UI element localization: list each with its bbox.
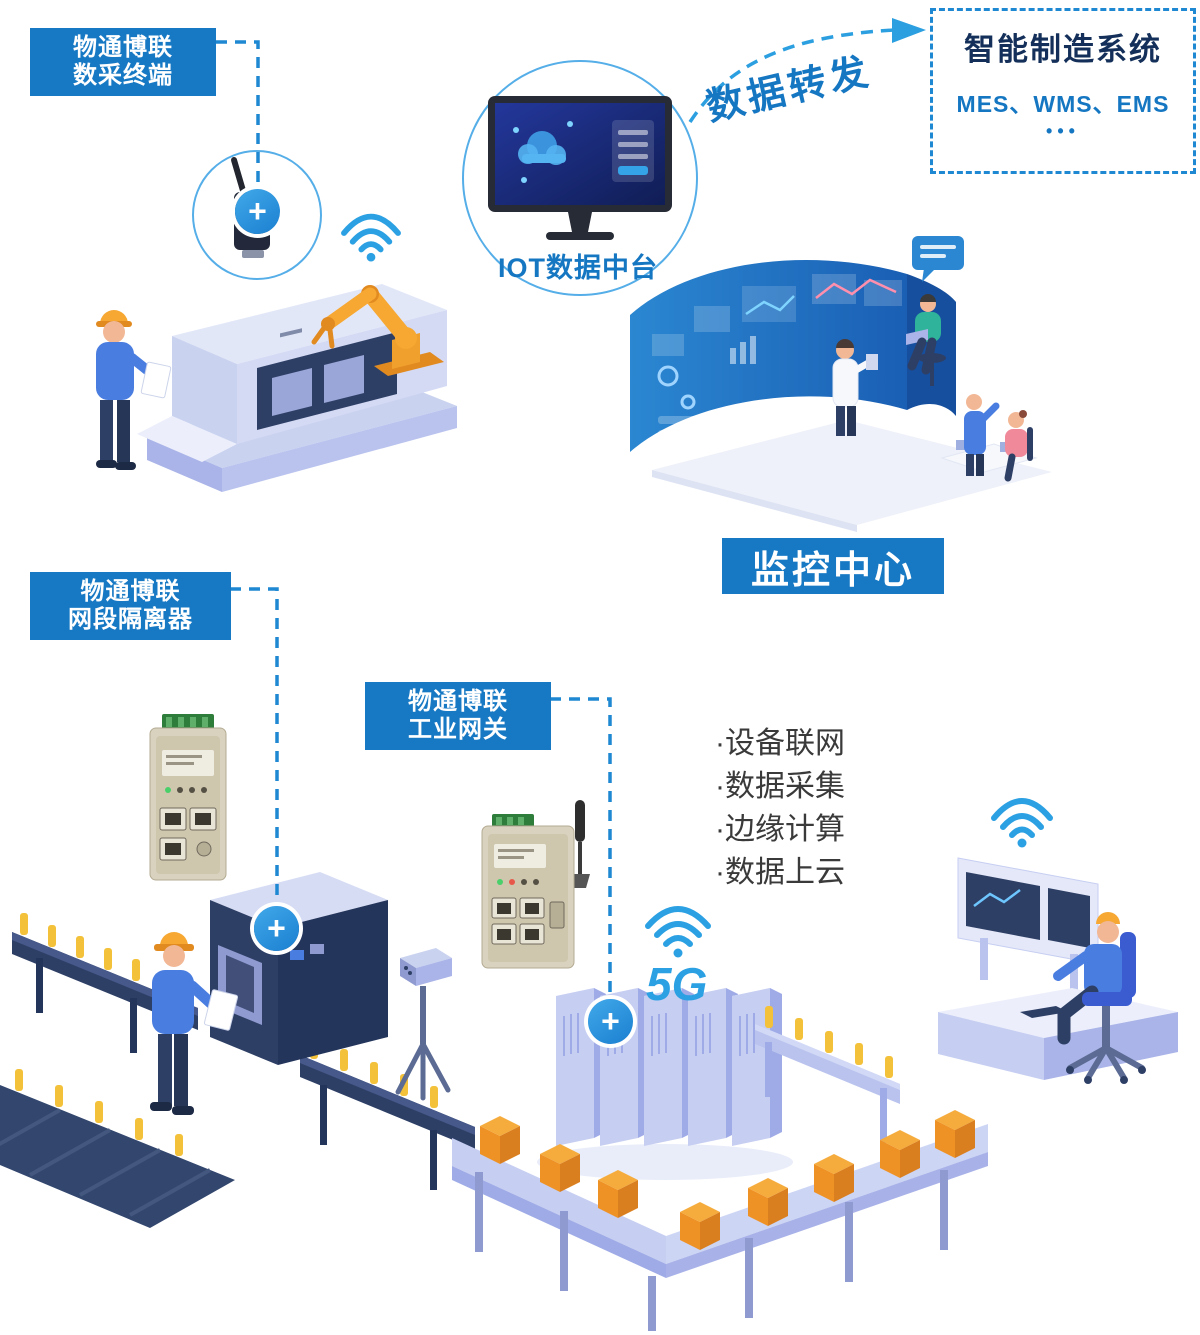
wifi-icon (340, 206, 402, 267)
wifi-icon-right (990, 790, 1054, 853)
curved-screen-wall (630, 259, 956, 452)
label-industrial-gateway-line1: 物通博联 (408, 688, 508, 715)
outfeed-rail-illustration (300, 1037, 475, 1190)
presenter-person (832, 339, 878, 436)
feature-list: ·设备联网 ·数据采集 ·边缘计算 ·数据上云 (715, 722, 845, 894)
feature-item: ·数据采集 (715, 770, 845, 803)
iot-platform-monitor (488, 96, 672, 240)
machine-scene-illustration (96, 284, 457, 492)
label-network-isolator-line1: 物通博联 (80, 578, 181, 605)
iot-platform-caption: IOT数据中台 (498, 253, 658, 283)
laptop-person (906, 294, 946, 386)
right-pin-rail-illustration (755, 1006, 900, 1143)
speech-bubble-icon (912, 236, 964, 282)
label-network-isolator: 物通博联 网段隔离器 (30, 572, 231, 640)
monitoring-center-caption: 监控中心 (722, 538, 944, 594)
machine-illustration (137, 284, 457, 492)
data-forward-arrowhead (892, 18, 926, 43)
data-forward-label: 数据转发 (702, 50, 876, 130)
server-cabinets-illustration (537, 988, 793, 1180)
left-conveyor-illustration (12, 913, 198, 1053)
feature-item: ·设备联网 (715, 727, 845, 760)
gateway-device-illustration (481, 800, 590, 969)
plus-connector-icon-gateway: + (588, 999, 633, 1044)
label-industrial-gateway-line2: 工业网关 (408, 716, 508, 743)
isolator-device-illustration (149, 714, 227, 881)
iot-platform-circle (462, 60, 698, 296)
wide-belt-illustration (0, 1069, 235, 1228)
label-data-terminal-line1: 物通博联 (73, 34, 173, 61)
tripod-device-illustration (395, 948, 452, 1101)
monitoring-center-illustration (630, 236, 1052, 532)
plus-connector-icon-isolator: + (254, 906, 299, 951)
box-conveyor-illustration (452, 1110, 988, 1331)
smart-mfg-ellipsis: ••• (1046, 121, 1080, 141)
smart-mfg-box: 智能制造系统 MES、WMS、EMS ••• (930, 8, 1196, 174)
label-data-terminal-line2: 数采终端 (73, 62, 173, 89)
five-g-label: 5G (646, 958, 707, 1010)
cargo-boxes (480, 1110, 975, 1250)
feature-item: ·边缘计算 (715, 813, 845, 846)
feature-item: ·数据上云 (715, 856, 845, 889)
press-machine-illustration (210, 872, 388, 1065)
robot-arm-illustration (311, 285, 444, 376)
control-station-illustration (938, 857, 1178, 1084)
five-g-wifi-icon: 5G (645, 906, 711, 1010)
smart-mfg-systems: MES、WMS、EMS (956, 91, 1170, 117)
line-worker-illustration (150, 932, 239, 1115)
plus-connector-icon-terminal: + (235, 189, 280, 234)
label-industrial-gateway: 物通博联 工业网关 (365, 682, 551, 750)
label-data-terminal: 物通博联 数采终端 (30, 28, 216, 96)
desk-team (940, 394, 1038, 482)
smart-mfg-title: 智能制造系统 (964, 32, 1162, 67)
factory-worker-illustration (96, 310, 172, 470)
label-network-isolator-line2: 网段隔离器 (68, 606, 193, 633)
factory-floor-illustration: 5G (0, 857, 1178, 1331)
operator-person (1053, 912, 1146, 1084)
